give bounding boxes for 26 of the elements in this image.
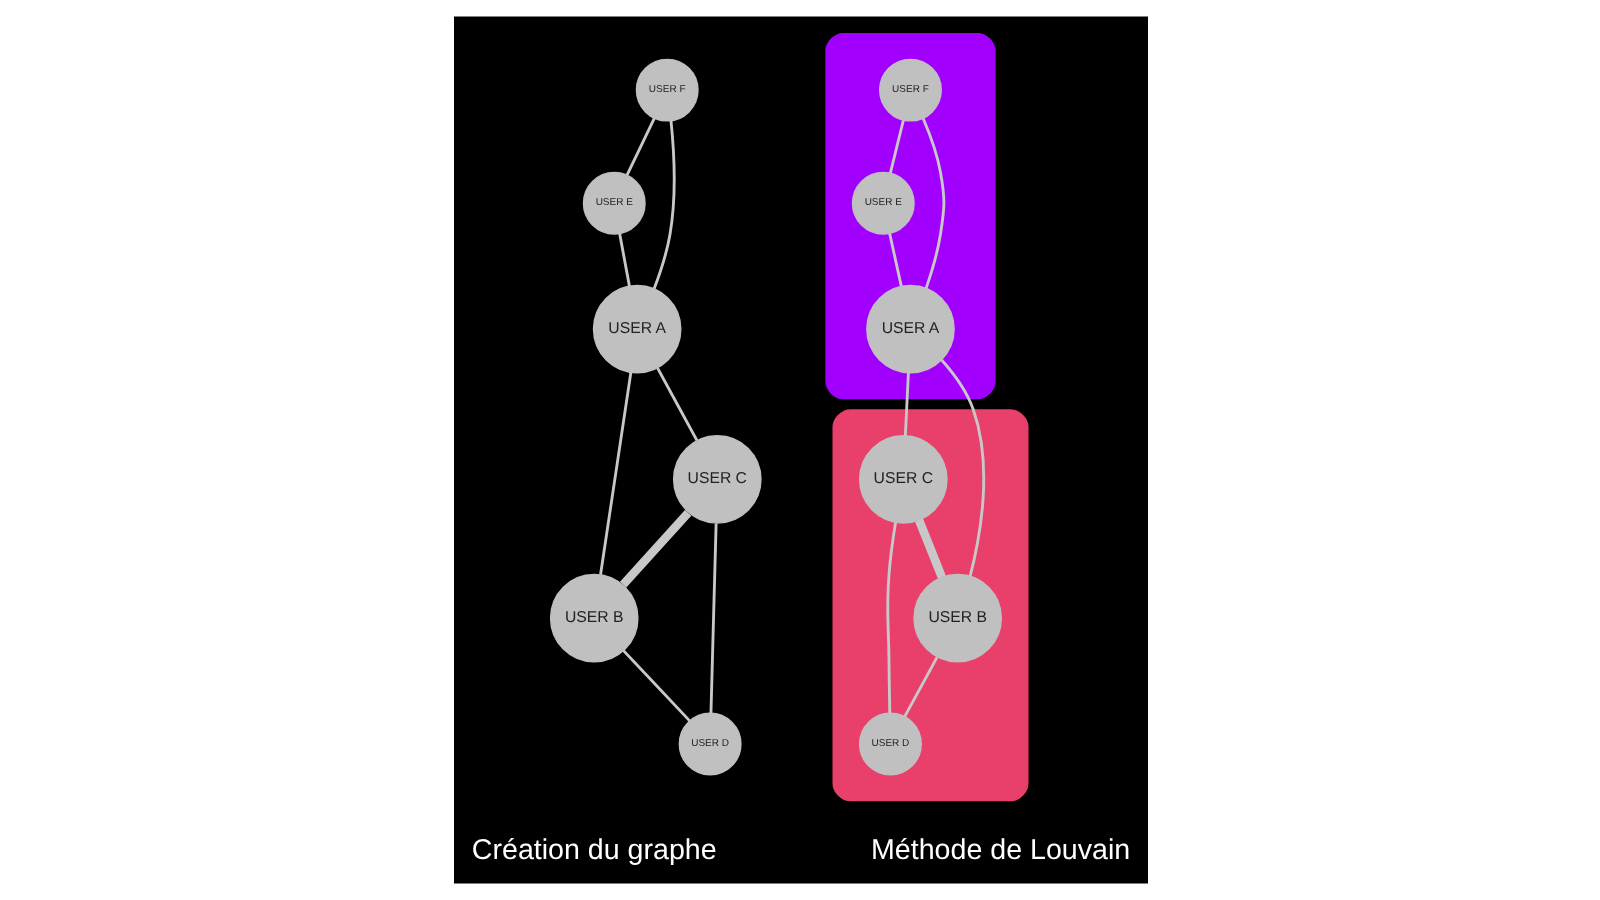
connector [914, 518, 945, 579]
connector [621, 649, 690, 722]
node-circle: USER A [865, 284, 954, 374]
connector [619, 510, 691, 588]
connector [885, 522, 896, 714]
cluster [831, 409, 1028, 802]
node-circle: USER B [912, 573, 1002, 663]
connector [655, 367, 698, 442]
connector [598, 372, 632, 575]
node-circle: USER B [548, 573, 638, 663]
connector [902, 656, 938, 718]
node-circle: USER C [857, 434, 947, 524]
connector [887, 233, 902, 287]
connector [920, 117, 945, 289]
connector [939, 359, 985, 577]
connector [708, 523, 717, 714]
node-circle: USER A [591, 284, 681, 374]
label: Création du graphe [470, 835, 716, 868]
connector [624, 117, 655, 176]
cluster [824, 32, 995, 400]
label: Méthode de Louvain [870, 835, 1130, 868]
connector [902, 372, 909, 436]
connector [888, 120, 904, 174]
node-circle: USER C [671, 434, 761, 524]
connector [617, 233, 630, 287]
connector [651, 120, 675, 290]
